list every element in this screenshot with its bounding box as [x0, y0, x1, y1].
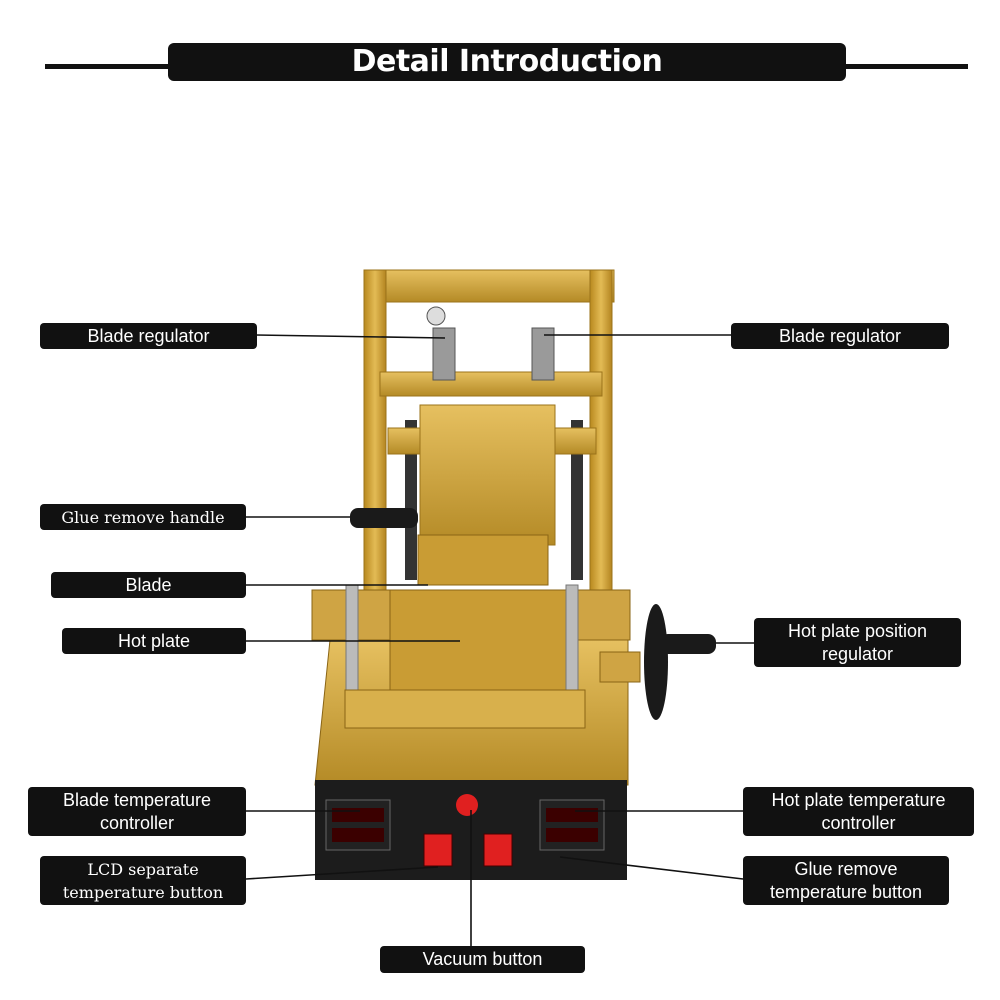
label-blade: Blade	[51, 572, 246, 598]
label-blade-temperature-controller: Blade temperature controller	[28, 787, 246, 836]
label-glue-remove-temperature-button: Glue remove temperature button	[743, 856, 949, 905]
page-title: Detail Introduction	[168, 43, 846, 81]
label-blade-regulator-right: Blade regulator	[731, 323, 949, 349]
header-rule-left	[45, 64, 170, 69]
label-vacuum-button: Vacuum button	[380, 946, 585, 973]
label-hot-plate-temperature-controller: Hot plate temperature controller	[743, 787, 974, 836]
label-blade-regulator-left: Blade regulator	[40, 323, 257, 349]
label-glue-remove-handle: Glue remove handle	[40, 504, 246, 530]
header-rule-right	[845, 64, 968, 69]
label-hot-plate: Hot plate	[62, 628, 246, 654]
label-lcd-separate-temperature-button: LCD separate temperature button	[40, 856, 246, 905]
label-hot-plate-position-regulator: Hot plate position regulator	[754, 618, 961, 667]
